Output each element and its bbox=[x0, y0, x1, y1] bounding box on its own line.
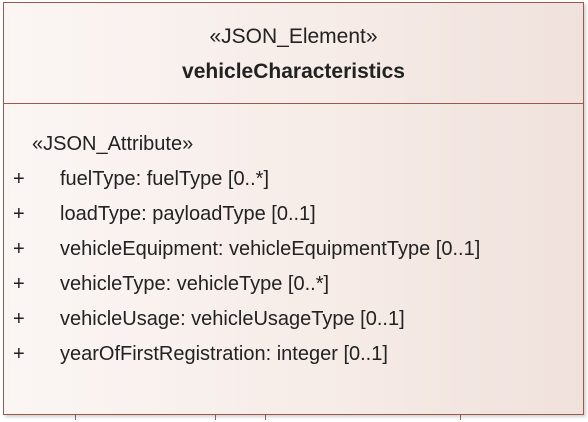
attribute-text: vehicleEquipment: vehicleEquipmentType [… bbox=[60, 238, 481, 260]
attribute-row: + vehicleEquipment: vehicleEquipmentType… bbox=[4, 236, 583, 271]
uml-class-box[interactable]: «JSON_Element» vehicleCharacteristics «J… bbox=[3, 2, 584, 415]
attribute-row: + vehicleUsage: vehicleUsageType [0..1] bbox=[4, 306, 583, 341]
attribute-visibility: + bbox=[13, 168, 25, 190]
attribute-visibility: + bbox=[13, 238, 25, 260]
attribute-text: loadType: payloadType [0..1] bbox=[60, 203, 316, 225]
attribute-row: + vehicleType: vehicleType [0..*] bbox=[4, 271, 583, 306]
connector-stub bbox=[265, 415, 266, 420]
attribute-visibility: + bbox=[13, 203, 25, 225]
connector-stub bbox=[215, 415, 216, 420]
attribute-text: vehicleType: vehicleType [0..*] bbox=[60, 273, 330, 295]
class-name: vehicleCharacteristics bbox=[182, 60, 405, 83]
attributes-compartment: «JSON_Attribute» + fuelType: fuelType [0… bbox=[4, 104, 583, 414]
connector-stub bbox=[75, 415, 76, 420]
attribute-visibility: + bbox=[13, 343, 25, 365]
connector-stub bbox=[460, 415, 461, 420]
attribute-row: + loadType: payloadType [0..1] bbox=[4, 201, 583, 236]
attribute-text: fuelType: fuelType [0..*] bbox=[60, 168, 270, 190]
attributes-stereotype: «JSON_Attribute» bbox=[32, 133, 194, 155]
attribute-visibility: + bbox=[13, 308, 25, 330]
attribute-visibility: + bbox=[13, 273, 25, 295]
class-stereotype: «JSON_Element» bbox=[209, 25, 378, 48]
attribute-row: + fuelType: fuelType [0..*] bbox=[4, 166, 583, 201]
attribute-text: yearOfFirstRegistration: integer [0..1] bbox=[60, 343, 388, 365]
attribute-text: vehicleUsage: vehicleUsageType [0..1] bbox=[60, 308, 405, 330]
attribute-row: + yearOfFirstRegistration: integer [0..1… bbox=[4, 341, 583, 376]
class-header: «JSON_Element» vehicleCharacteristics bbox=[4, 3, 583, 104]
